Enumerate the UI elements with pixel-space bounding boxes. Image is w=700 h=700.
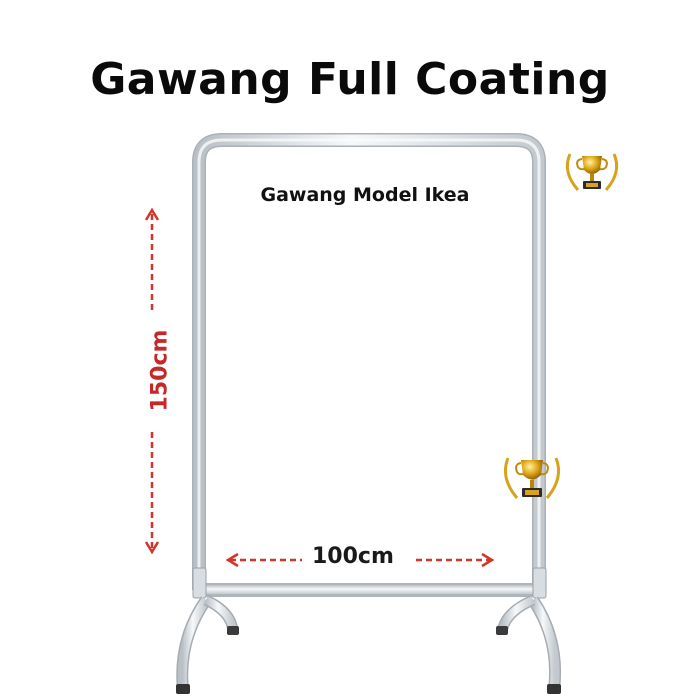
- width-label: 100cm: [312, 544, 394, 569]
- leg-cap: [176, 684, 190, 694]
- leg-cap: [547, 684, 561, 694]
- model-subtitle: Gawang Model Ikea: [260, 184, 470, 206]
- trophy-icon: [504, 457, 560, 499]
- leg-cap: [227, 626, 239, 635]
- rack-frame: [192, 133, 546, 590]
- page-title: Gawang Full Coating: [90, 54, 610, 105]
- bottom-crossbar: [193, 583, 545, 597]
- trophy-icon: [565, 153, 619, 191]
- width-dimension-arrow: [225, 552, 495, 568]
- frame-joint: [192, 567, 207, 599]
- frame-joint: [532, 567, 547, 599]
- rack-legs: [176, 594, 562, 691]
- height-dimension-arrow: [144, 207, 160, 555]
- leg-cap: [496, 626, 508, 635]
- height-label: 150cm: [147, 329, 173, 412]
